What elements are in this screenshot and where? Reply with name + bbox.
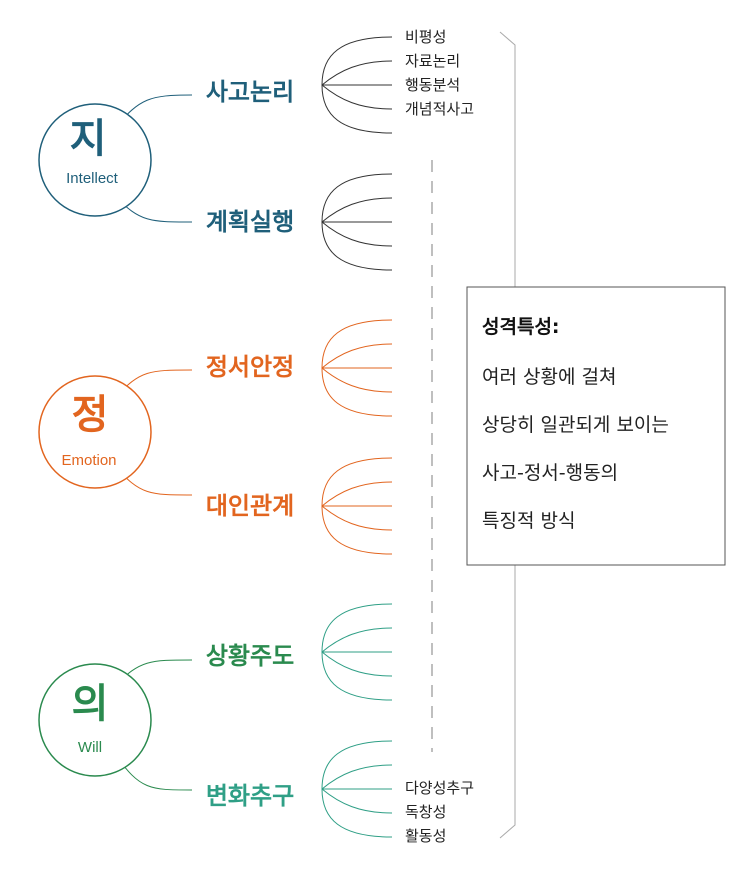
group-will: 의 Will 상황주도 변화추구 다양성추구 독창성 활동성 bbox=[38, 603, 474, 845]
emotion-circle bbox=[38, 375, 152, 489]
will-char: 의 bbox=[72, 681, 109, 727]
leaf-item: 개념적사고 bbox=[405, 100, 474, 118]
fan-thinking-logic bbox=[321, 36, 393, 134]
fan-change-seeking bbox=[321, 740, 393, 838]
definition-title: 성격특성: bbox=[482, 316, 560, 338]
leaf-item: 다양성추구 bbox=[405, 779, 474, 797]
definition-line: 상당히 일관되게 보이는 bbox=[482, 414, 669, 436]
leaf-item: 활동성 bbox=[405, 827, 446, 845]
intellect-char: 지 bbox=[70, 116, 107, 162]
definition-box-frame bbox=[466, 286, 726, 566]
intellect-label: Intellect bbox=[66, 170, 119, 187]
branch-change-seeking: 변화추구 bbox=[206, 782, 294, 810]
fan-emotional-stability bbox=[321, 319, 393, 417]
group-emotion: 정 Emotion 정서안정 대인관계 bbox=[38, 319, 393, 555]
intellect-circle bbox=[38, 103, 152, 217]
branch-thinking-logic: 사고논리 bbox=[206, 78, 294, 106]
definition-line: 특징적 방식 bbox=[482, 510, 575, 532]
branch-situation-leading: 상황주도 bbox=[206, 642, 294, 670]
fan-situation-leading bbox=[321, 603, 393, 701]
branch-planning-execution: 계획실행 bbox=[206, 208, 294, 236]
branch-interpersonal: 대인관계 bbox=[206, 492, 294, 520]
will-circle bbox=[38, 663, 152, 777]
will-label: Will bbox=[78, 739, 102, 756]
definition-line: 여러 상황에 걸쳐 bbox=[482, 366, 616, 388]
definition-line: 사고-정서-행동의 bbox=[482, 462, 618, 484]
emotion-char: 정 bbox=[72, 392, 109, 438]
leaf-item: 자료논리 bbox=[405, 52, 460, 70]
fan-planning-execution bbox=[321, 173, 393, 271]
definition-box: 성격특성: 여러 상황에 걸쳐 상당히 일관되게 보이는 사고-정서-행동의 특… bbox=[466, 286, 726, 566]
branch-emotional-stability: 정서안정 bbox=[206, 353, 294, 381]
emotion-label: Emotion bbox=[61, 452, 116, 469]
group-intellect: 지 Intellect 사고논리 계획실행 비평성 자료논리 행동분석 개념적사… bbox=[38, 28, 474, 271]
leaf-item: 행동분석 bbox=[405, 76, 460, 94]
fan-interpersonal bbox=[321, 457, 393, 555]
leaf-item: 비평성 bbox=[405, 28, 446, 46]
leaf-item: 독창성 bbox=[405, 803, 446, 821]
